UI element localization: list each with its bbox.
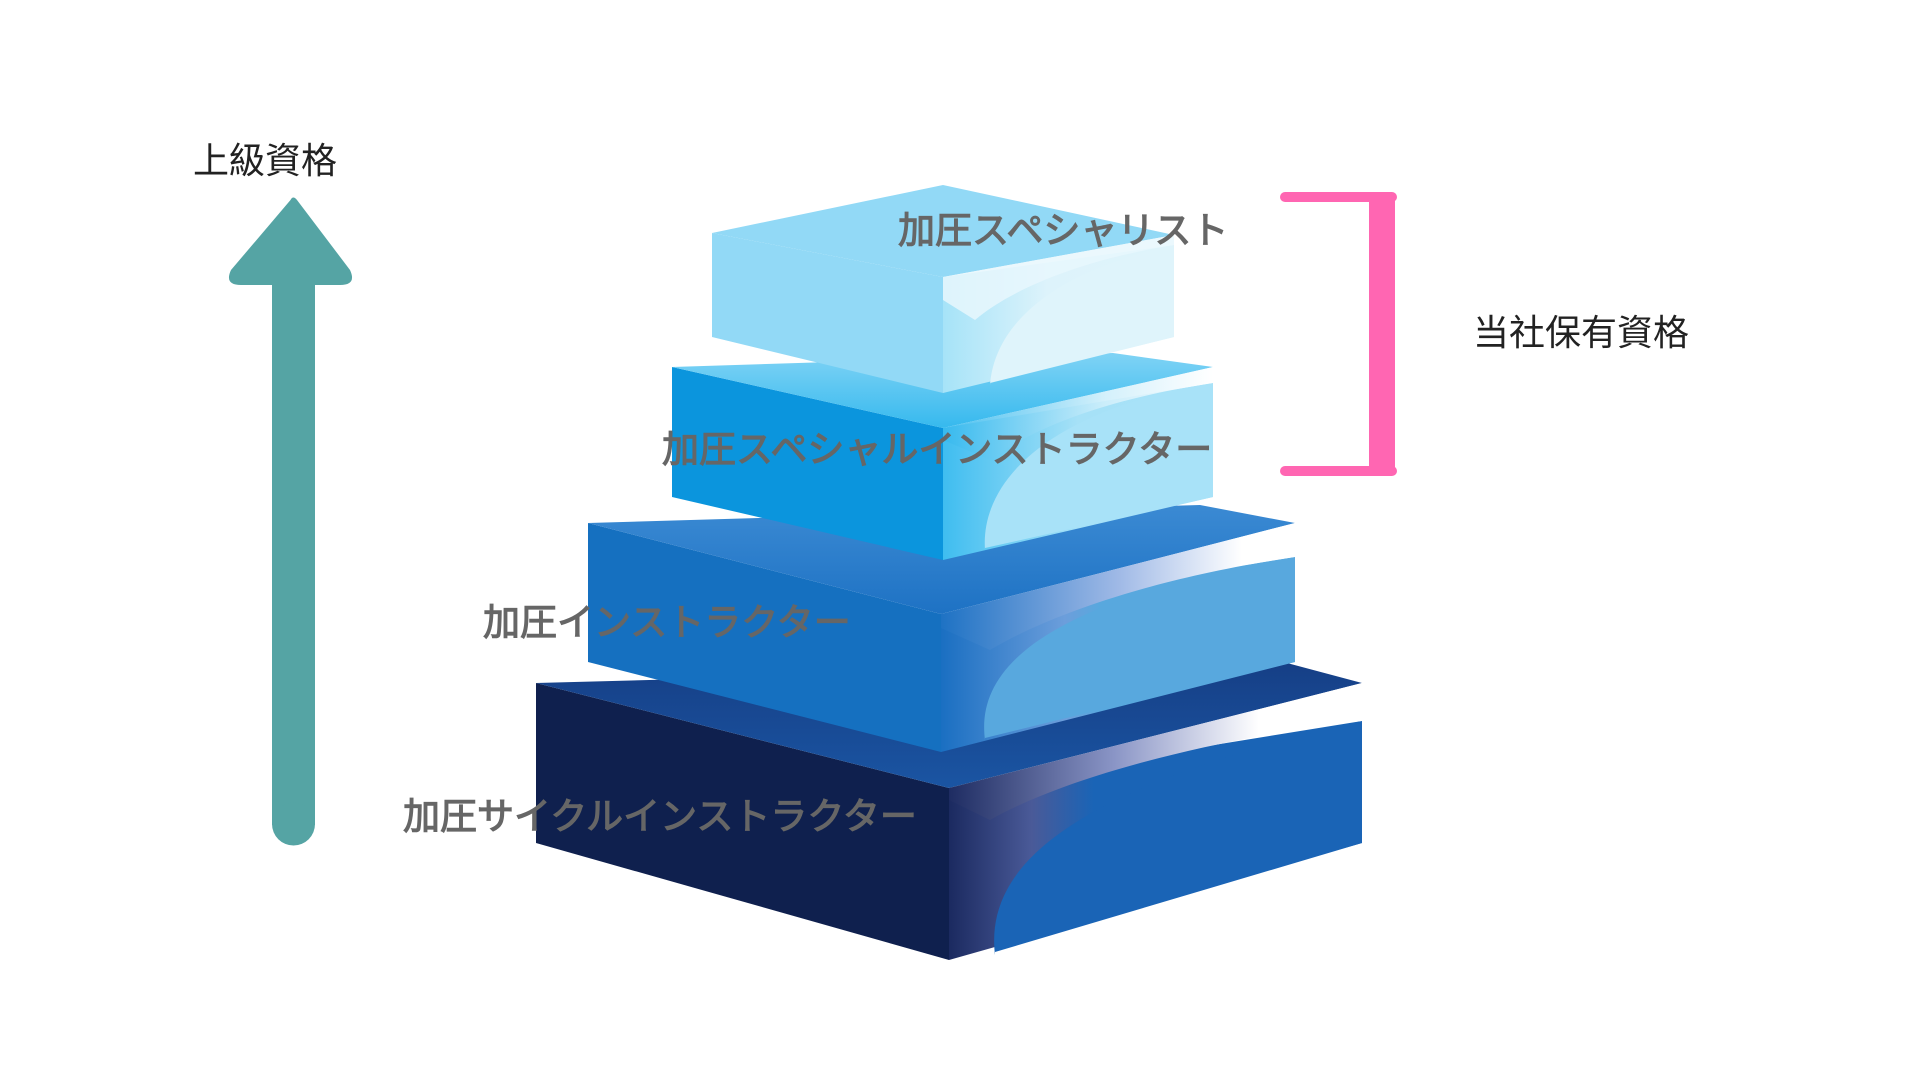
tier-1-block [712,185,1174,393]
tier-4-label: 加圧サイクルインストラクター [403,795,917,838]
tier-3-block [588,505,1295,752]
tier-1-label: 加圧スペシャリスト [898,209,1229,252]
tier-3-label: 加圧インストラクター [483,601,851,644]
advanced-qualification-label: 上級資格 [193,141,338,182]
tier-2-label: 加圧スペシャルインストラクター [662,428,1213,471]
tier-2-block [672,353,1213,560]
held-qualifications-bracket [1280,192,1397,476]
held-qualifications-label: 当社保有資格 [1473,313,1690,354]
level-up-arrow-icon [228,197,353,846]
